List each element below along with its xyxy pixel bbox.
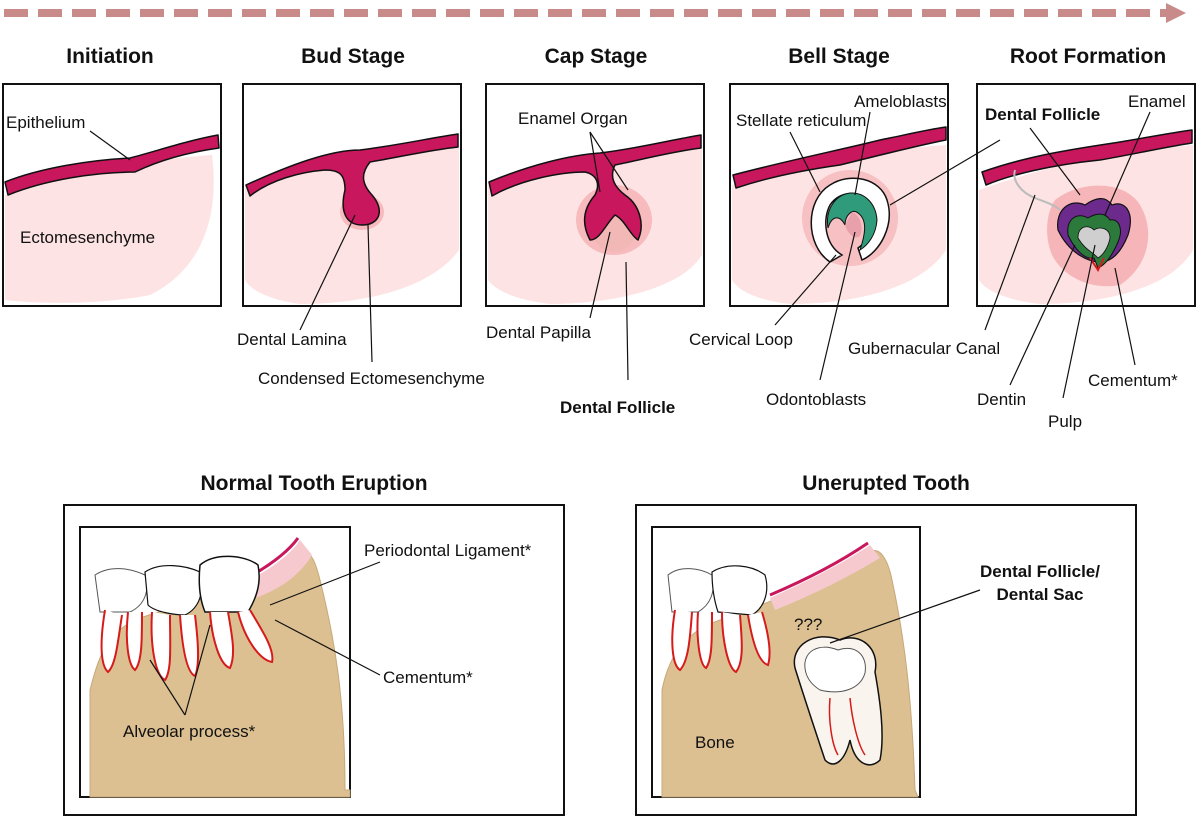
cementum-label: Cementum* [1088, 371, 1178, 390]
ameloblasts-label: Ameloblasts [854, 92, 947, 111]
enamel-organ-label: Enamel Organ [518, 109, 628, 128]
normal-eruption-title: Normal Tooth Eruption [200, 472, 427, 495]
cap-stage-title: Cap Stage [545, 45, 648, 68]
progression-arrow [4, 3, 1186, 23]
bell-stage-title: Bell Stage [788, 45, 890, 68]
unerupted-tooth-1 [667, 568, 714, 613]
bell-panel [729, 83, 949, 307]
gubernacular-canal-label: Gubernacular Canal [848, 339, 1000, 358]
stellate-reticulum-label: Stellate reticulum [736, 111, 866, 130]
normal-tooth-3 [198, 555, 260, 613]
initiation-title: Initiation [66, 45, 154, 68]
normal-cementum-label: Cementum* [383, 668, 473, 687]
enamel-label: Enamel [1128, 92, 1186, 111]
initiation-panel [2, 83, 222, 307]
root-formation-panel [976, 83, 1196, 307]
unknown-label: ??? [794, 615, 822, 634]
bud-stage-title: Bud Stage [301, 45, 405, 68]
alveolar-process-label: Alveolar process* [123, 722, 256, 741]
root-epithelium [981, 129, 1193, 186]
epithelium-label: Epithelium [6, 113, 85, 132]
normal-eruption-panel [63, 504, 565, 816]
ectomesenchyme-label: Ectomesenchyme [20, 228, 155, 247]
unerupted-tooth-title: Unerupted Tooth [802, 472, 970, 495]
enamel-organ-cap [488, 134, 702, 241]
epithelium-band [4, 134, 220, 196]
unerupted-tooth-2 [711, 565, 768, 616]
dental-lamina-label: Dental Lamina [237, 330, 347, 349]
condensed-ectomesenchyme-label: Condensed Ectomesenchyme [258, 369, 485, 388]
dental-follicle-sac-label-1: Dental Follicle/ [980, 562, 1100, 581]
normal-tooth-1 [94, 568, 148, 613]
dental-follicle-sac-label-2: Dental Sac [997, 585, 1084, 604]
odontoblasts-label: Odontoblasts [766, 390, 866, 409]
pulp-label: Pulp [1048, 412, 1082, 431]
dentin-label: Dentin [977, 390, 1026, 409]
bone-label: Bone [695, 733, 735, 752]
dental-papilla-label: Dental Papilla [486, 323, 591, 342]
cap-dental-follicle-label: Dental Follicle [560, 398, 675, 417]
cap-panel [485, 83, 705, 307]
unerupted-panel [635, 504, 1137, 816]
bell-epithelium [732, 126, 947, 189]
normal-tooth-2 [144, 565, 203, 616]
bud-panel [242, 83, 462, 307]
root-formation-title: Root Formation [1010, 45, 1166, 68]
cervical-loop-label: Cervical Loop [689, 330, 793, 349]
root-dental-follicle-label: Dental Follicle [985, 105, 1100, 124]
dental-lamina-bud [245, 133, 459, 226]
periodontal-ligament-label: Periodontal Ligament* [364, 541, 532, 560]
